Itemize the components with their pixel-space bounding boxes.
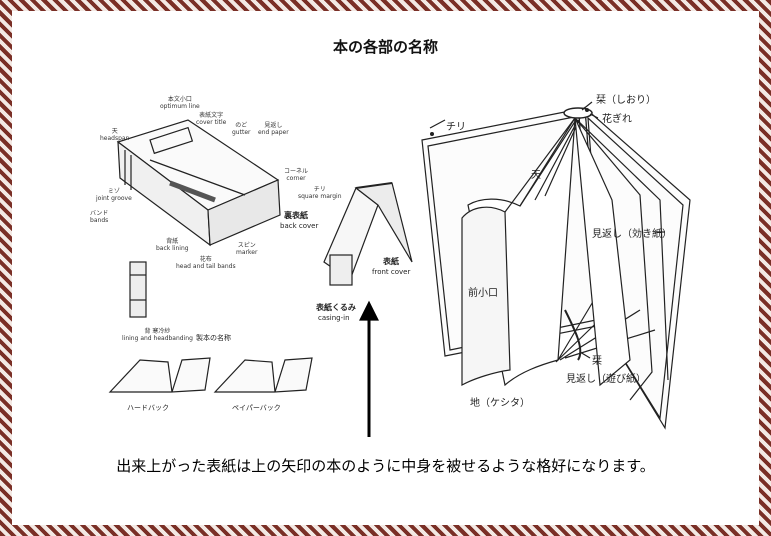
paperback-label: ペイパーバック bbox=[232, 404, 281, 412]
label-mikaeshi-asobi: 見返し（遊び紙） bbox=[566, 374, 646, 385]
label-chi: 地（ケシタ） bbox=[470, 398, 530, 409]
headband bbox=[563, 107, 593, 119]
left-book-side bbox=[207, 179, 281, 246]
front-cover-label: 表紙 bbox=[383, 257, 399, 266]
page-title: 本の各部の名称 bbox=[332, 38, 438, 56]
back-cover-label: 裏表紙 bbox=[284, 211, 308, 220]
hardback-label: ハードバック bbox=[127, 404, 169, 412]
ribbon-bookmark bbox=[564, 309, 582, 361]
label-hanagire: 花ぎれ bbox=[602, 114, 632, 125]
caption: 出来上がった表紙は上の矢印の本のように中身を被せるような格好になります。 bbox=[116, 457, 655, 475]
up-arrow-head bbox=[359, 300, 379, 321]
label-maekoguchi: 前小口 bbox=[468, 288, 498, 299]
label-chiri: チリ bbox=[446, 122, 466, 133]
open-paperback bbox=[213, 357, 313, 393]
label-shiori: 栞（しおり） bbox=[596, 95, 656, 106]
open-hardback bbox=[108, 357, 211, 393]
casing-en-label: casing-in bbox=[318, 314, 350, 322]
label-sen: 栞 bbox=[592, 356, 602, 367]
label-ten: 天 bbox=[531, 170, 541, 181]
spine-sample bbox=[129, 261, 147, 318]
open-books-title: 製本の名称 bbox=[196, 334, 231, 342]
casing-label: 表紙くるみ bbox=[316, 303, 356, 312]
front-cover-en-label: front cover bbox=[372, 268, 411, 276]
back-cover-en-label: back cover bbox=[280, 222, 319, 230]
label-mikaeshi-kiki: 見返し（効き紙） bbox=[592, 229, 672, 240]
